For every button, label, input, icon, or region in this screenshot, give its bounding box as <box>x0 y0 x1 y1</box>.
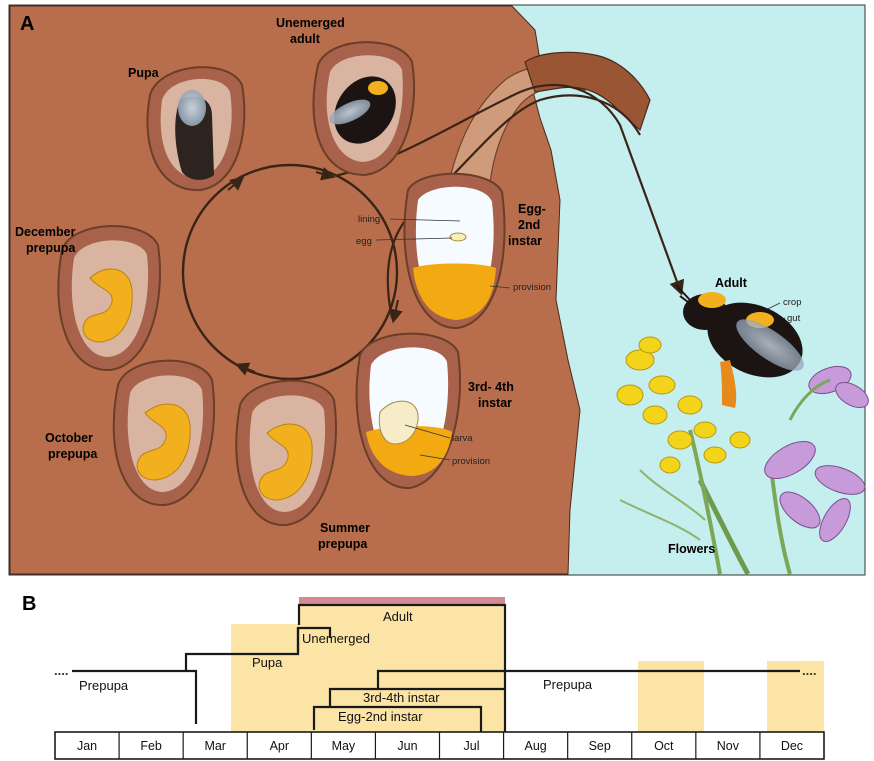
unemerged-label-line2: adult <box>290 32 321 46</box>
crop-annotation: crop <box>783 297 801 308</box>
adult-band <box>299 597 505 605</box>
prepupa-left-label: Prepupa <box>79 678 129 693</box>
pupa-label: Pupa <box>128 66 160 80</box>
panel-b-label: B <box>22 593 36 615</box>
continuation-right: .... <box>802 663 816 678</box>
month-label-jun: Jun <box>397 739 417 753</box>
unemerged-bar-label: Unemerged <box>302 631 370 646</box>
provision-annotation-1: provision <box>513 282 551 293</box>
continuation-left: .... <box>54 663 68 678</box>
month-label-feb: Feb <box>140 739 162 753</box>
pupa-bar-label: Pupa <box>252 655 283 670</box>
flowers-label: Flowers <box>668 542 715 556</box>
larva-annotation: larva <box>452 433 473 444</box>
month-label-aug: Aug <box>525 739 547 753</box>
month-label-nov: Nov <box>717 739 740 753</box>
instar34-label-line1: 3rd- 4th <box>468 380 514 394</box>
panel-a-label: A <box>20 13 34 35</box>
adult-label: Adult <box>715 276 748 290</box>
egg-label-line3: instar <box>508 234 542 248</box>
summer-label-line2: prepupa <box>318 537 368 551</box>
egg2-bar-label: Egg-2nd instar <box>338 709 423 724</box>
egg-label-line1: Egg- <box>518 202 546 216</box>
unemerged-label-line1: Unemerged <box>276 16 345 30</box>
egg-label-line2: 2nd <box>518 218 540 232</box>
cell-pupa <box>147 67 244 190</box>
panel-a: A Pupa Unemerged adult Egg- 2nd instar D… <box>9 5 873 575</box>
provision-annotation-2: provision <box>452 456 490 467</box>
december-label-line1: December <box>15 225 76 239</box>
lining-annotation: lining <box>358 214 380 225</box>
instar34-label-line2: instar <box>478 396 512 410</box>
adult-bar-label: Adult <box>383 609 413 624</box>
october-label-line1: October <box>45 431 93 445</box>
month-label-sep: Sep <box>589 739 611 753</box>
gut-annotation: gut <box>787 313 801 324</box>
october-label-line2: prepupa <box>48 447 98 461</box>
prepupa-right-label: Prepupa <box>543 677 593 692</box>
month-label-dec: Dec <box>781 739 803 753</box>
month-label-jan: Jan <box>77 739 97 753</box>
summer-label-line1: Summer <box>320 521 370 535</box>
month-label-oct: Oct <box>654 739 674 753</box>
month-label-may: May <box>332 739 356 753</box>
month-label-jul: Jul <box>464 739 480 753</box>
december-label-line2: prepupa <box>26 241 76 255</box>
instar34-bar-label: 3rd-4th instar <box>363 690 440 705</box>
month-label-apr: Apr <box>270 739 289 753</box>
month-axis: Jan Feb Mar Apr May Jun Jul Aug Sep Oct Nov Dec <box>77 732 803 759</box>
egg-annotation: egg <box>356 236 372 247</box>
month-label-mar: Mar <box>204 739 226 753</box>
panel-b: B .... .... Adult Unemerged Pupa <box>22 593 824 759</box>
